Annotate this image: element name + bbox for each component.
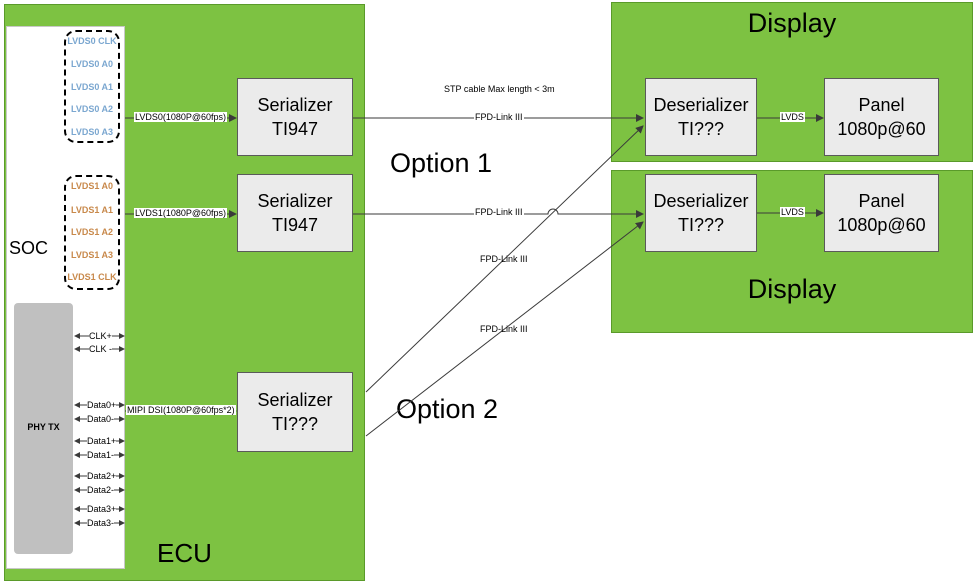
serializer-box: Serializer TI947 xyxy=(237,78,353,156)
phy-pin-label: Data1+ xyxy=(87,436,117,446)
lvds1-pin: LVDS1 A3 xyxy=(70,250,113,260)
phy-pin-label: Data3- xyxy=(87,518,115,528)
phy-pin-label: Data2- xyxy=(87,485,115,495)
phy-pin-label: CLK - xyxy=(89,344,113,354)
fpd-link-line xyxy=(365,221,644,437)
deserializer-title: Deserializer xyxy=(653,95,749,115)
phy-pin-label: Data2+ xyxy=(87,471,117,481)
fpd-link-label: FPD-Link III xyxy=(480,324,528,334)
lvds0-pin: LVDS0 A0 xyxy=(70,59,113,69)
lvds0-pin: LVDS0 CLK xyxy=(67,36,117,46)
phy-pin-label: Data3+ xyxy=(87,504,117,514)
lvds0-pin: LVDS0 A2 xyxy=(70,104,113,114)
phy-pin-label: CLK+ xyxy=(89,331,112,341)
serializer-model: TI947 xyxy=(271,215,319,235)
panel-title: Panel xyxy=(858,95,905,115)
deserializer-model: TI??? xyxy=(677,119,725,139)
fpd-link-line xyxy=(365,125,644,393)
display-title: Display xyxy=(747,274,837,304)
lvds1-pin: LVDS1 A2 xyxy=(70,227,113,237)
option-2-label: Option 2 xyxy=(396,394,499,424)
serializer-model: TI947 xyxy=(271,119,319,139)
option-1-label: Option 1 xyxy=(390,148,493,178)
phy-pin-label: Data1- xyxy=(87,450,115,460)
lvds0-pin-group xyxy=(64,30,120,143)
fpd-link-label: FPD-Link III xyxy=(474,207,524,217)
lvds-panel-label: LVDS xyxy=(780,207,805,217)
serializer-title: Serializer xyxy=(257,390,333,410)
serializer-model: TI??? xyxy=(271,414,319,434)
lvds0-link-label: LVDS0(1080P@60fps) xyxy=(134,112,228,122)
panel-spec: 1080p@60 xyxy=(837,119,926,139)
phy-tx-block xyxy=(14,303,73,554)
serializer-box: Serializer TI947 xyxy=(237,174,353,252)
deserializer-box: Deserializer TI??? xyxy=(645,78,757,156)
panel-title: Panel xyxy=(858,191,905,211)
lvds1-pin-group xyxy=(64,175,120,290)
soc-label: SOC xyxy=(9,238,49,258)
lvds1-link-label: LVDS1(1080P@60fps) xyxy=(134,208,228,218)
lvds0-pin-list: LVDS0 CLK LVDS0 A0 LVDS0 A1 LVDS0 A2 LVD… xyxy=(64,30,120,143)
serializer-box: Serializer TI??? xyxy=(237,372,353,452)
display-title: Display xyxy=(747,8,837,38)
stp-cable-note: STP cable Max length < 3m xyxy=(444,84,555,94)
panel-spec: 1080p@60 xyxy=(837,215,926,235)
phy-pin-label: Data0+ xyxy=(87,400,117,410)
lvds0-pin: LVDS0 A1 xyxy=(70,82,113,92)
fpd-link-label: FPD-Link III xyxy=(474,112,524,122)
mipi-link-label: MIPI DSI(1080P@60fps*2) xyxy=(126,405,236,415)
deserializer-box: Deserializer TI??? xyxy=(645,174,757,252)
lvds1-pin: LVDS1 CLK xyxy=(67,272,117,282)
fpd-link-label: FPD-Link III xyxy=(480,254,528,264)
serializer-title: Serializer xyxy=(257,191,333,211)
phy-pin-label: Data0- xyxy=(87,414,115,424)
deserializer-model: TI??? xyxy=(677,215,725,235)
panel-box: Panel 1080p@60 xyxy=(824,78,939,156)
phy-tx-label: PHY TX xyxy=(27,422,60,432)
serializer-title: Serializer xyxy=(257,95,333,115)
fpd-link-line xyxy=(353,208,644,218)
lvds1-pin: LVDS1 A0 xyxy=(70,181,113,191)
panel-box: Panel 1080p@60 xyxy=(824,174,939,252)
lvds1-pin-list: LVDS1 A0 LVDS1 A1 LVDS1 A2 LVDS1 A3 LVDS… xyxy=(64,175,120,290)
deserializer-title: Deserializer xyxy=(653,191,749,211)
lvds0-pin: LVDS0 A3 xyxy=(70,127,113,137)
lvds-panel-label: LVDS xyxy=(780,112,805,122)
lvds1-pin: LVDS1 A1 xyxy=(70,205,113,215)
ecu-label: ECU xyxy=(157,538,212,568)
